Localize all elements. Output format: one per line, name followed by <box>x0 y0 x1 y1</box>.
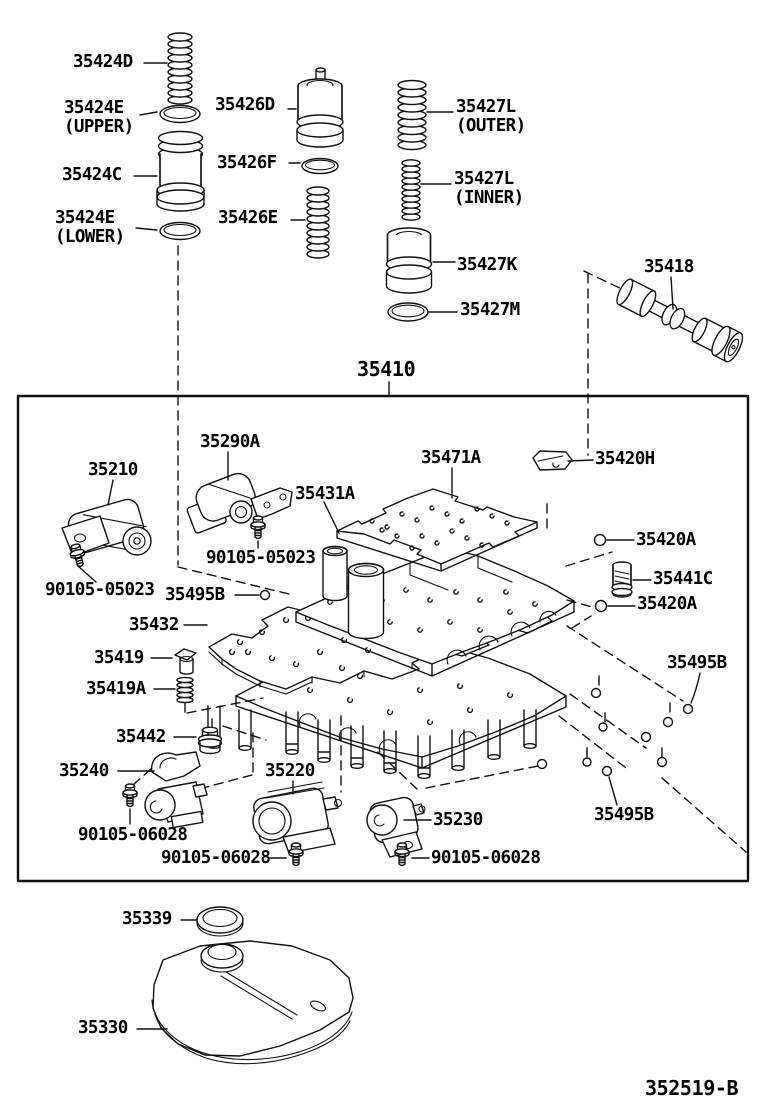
bolt-90105-06028-a <box>122 783 138 808</box>
part-label-35420a-a: 35420A <box>636 530 696 550</box>
part-label-35495b-b: 35495B <box>667 653 727 673</box>
part-label-90105-06028-a: 90105-06028 <box>78 825 188 845</box>
bolt-90105-05023-b <box>250 515 266 540</box>
part-label-35419a: 35419A <box>86 679 146 699</box>
part-label-90105-05023-a: 90105-05023 <box>45 580 155 600</box>
upper-valve-body-drawing <box>295 545 575 677</box>
assembly-box-35410 <box>16 394 750 883</box>
check-ball-35420a-markers <box>593 533 608 613</box>
part-label-35431a: 35431A <box>295 484 355 504</box>
upper-plate-35471a-drawing <box>336 488 538 572</box>
solenoid-35290a-drawing <box>186 472 293 534</box>
part-label-35441c: 35441C <box>653 569 713 589</box>
part-label-35427l-inner: 35427L (INNER) <box>454 169 524 208</box>
oring-35424e-upper-drawing <box>159 104 201 124</box>
solenoid-35240-drawing <box>144 751 208 829</box>
part-label-35424c: 35424C <box>62 165 122 185</box>
strainer-35330-drawing <box>151 940 354 1065</box>
part-label-35427m: 35427M <box>460 300 520 320</box>
oring-35426f-drawing <box>301 157 339 175</box>
part-label-35426f: 35426F <box>217 153 277 173</box>
part-label-35424e-upper: 35424E (UPPER) <box>64 98 134 137</box>
bolt-90105-06028-c <box>394 842 410 867</box>
part-label-35427k: 35427K <box>457 255 517 275</box>
part-label-35220: 35220 <box>265 761 315 781</box>
spring-35426e-drawing <box>306 186 330 259</box>
part-label-35210: 35210 <box>88 460 138 480</box>
part-label-35424d: 35424D <box>73 52 133 72</box>
mounting-studs <box>0 0 537 780</box>
part-label-90105-05023-b: 90105-05023 <box>206 548 316 568</box>
rod-35418-drawing <box>616 278 744 363</box>
plug-35419-drawing <box>174 648 197 675</box>
oring-35427m-drawing <box>387 302 429 322</box>
part-label-35230: 35230 <box>433 810 483 830</box>
part-label-35330: 35330 <box>78 1018 128 1038</box>
valve-35426d-drawing <box>296 67 344 148</box>
part-label-35419: 35419 <box>94 648 144 668</box>
part-label-35427l-outer: 35427L (OUTER) <box>456 97 526 136</box>
part-label-35420a-b: 35420A <box>637 594 697 614</box>
part-label-35426e: 35426E <box>218 208 278 228</box>
valve-35424c-drawing <box>156 130 205 212</box>
part-label-90105-06028-b: 90105-06028 <box>161 848 271 868</box>
solenoid-35230-drawing <box>366 796 426 858</box>
part-label-35418: 35418 <box>644 257 694 277</box>
part-label-35240: 35240 <box>59 761 109 781</box>
part-label-90105-06028-c: 90105-06028 <box>431 848 541 868</box>
spring-35419a-drawing <box>176 676 194 704</box>
part-label-35442: 35442 <box>116 727 166 747</box>
part-label-35495b-a: 35495B <box>165 585 225 605</box>
part-label-35420h: 35420H <box>595 449 655 469</box>
solenoid-35210-drawing <box>61 498 152 557</box>
oring-35339-drawing <box>196 906 244 937</box>
spring-35424d-drawing <box>167 32 193 105</box>
leader-lines <box>77 62 701 1030</box>
part-label-35471a: 35471A <box>421 448 481 468</box>
spring-35427l-inner-drawing <box>401 159 421 221</box>
figure-code: 352519-B <box>645 1076 739 1100</box>
part-label-35426d: 35426D <box>215 95 275 115</box>
assembly-number-label: 35410 <box>357 357 416 381</box>
bolt-90105-06028-b <box>288 842 304 867</box>
accumulator-bores-35431a-drawing <box>322 545 385 640</box>
piston-35427k-drawing <box>385 227 433 294</box>
spring-35427l-outer-drawing <box>397 79 427 151</box>
sensor-35442-drawing <box>197 726 223 755</box>
install-path-lines <box>132 245 747 853</box>
part-label-35495b-c: 35495B <box>594 805 654 825</box>
part-label-35432: 35432 <box>129 615 179 635</box>
part-label-35339: 35339 <box>122 909 172 929</box>
oring-35424e-lower-drawing <box>159 221 201 241</box>
plate-35420h-drawing <box>532 450 573 471</box>
part-label-35290a: 35290A <box>200 432 260 452</box>
part-label-35424e-lower: 35424E (LOWER) <box>55 208 125 247</box>
screw-35495b-markers <box>259 589 694 777</box>
plug-35441c-drawing <box>611 561 633 598</box>
